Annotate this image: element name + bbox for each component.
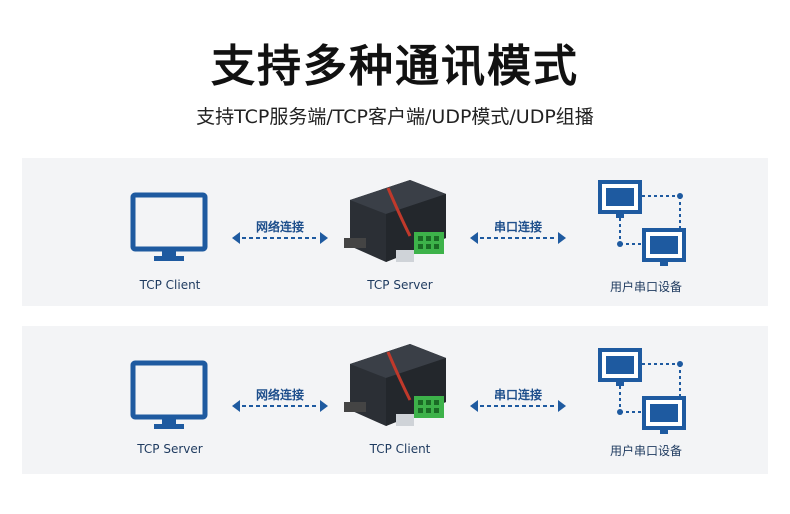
device-mode-label: TCP Client xyxy=(369,442,431,456)
monitor-icon xyxy=(130,192,208,261)
mode-panel-2: TCP Server 网络连接 TCP Client 串口连接 xyxy=(22,326,768,474)
left-endpoint-label: TCP Server xyxy=(137,442,203,456)
right-endpoint-label: 用户串口设备 xyxy=(609,444,682,458)
page-title: 支持多种通讯模式 xyxy=(211,41,579,92)
serial-devices-icon xyxy=(598,180,686,266)
serial-connection-label: 串口连接 xyxy=(493,388,542,402)
left-endpoint-label: TCP Client xyxy=(139,278,201,292)
network-connection-label: 网络连接 xyxy=(255,220,304,234)
mode-panel-1: TCP Client 网络连接 TCP Server 串口连接 xyxy=(22,158,768,306)
double-arrow-icon xyxy=(470,232,566,244)
page-subtitle: 支持TCP服务端/TCP客户端/UDP模式/UDP组播 xyxy=(196,106,594,128)
right-endpoint-label: 用户串口设备 xyxy=(609,280,682,294)
device-mode-label: TCP Server xyxy=(367,278,433,292)
double-arrow-icon xyxy=(470,400,566,412)
network-connection-label: 网络连接 xyxy=(255,388,304,402)
serial-devices-icon xyxy=(598,348,686,434)
monitor-icon xyxy=(130,360,208,429)
serial-connection-label: 串口连接 xyxy=(493,220,542,234)
serial-server-device-icon xyxy=(344,344,446,426)
double-arrow-icon xyxy=(232,400,328,412)
double-arrow-icon xyxy=(232,232,328,244)
serial-server-device-icon xyxy=(344,180,446,262)
